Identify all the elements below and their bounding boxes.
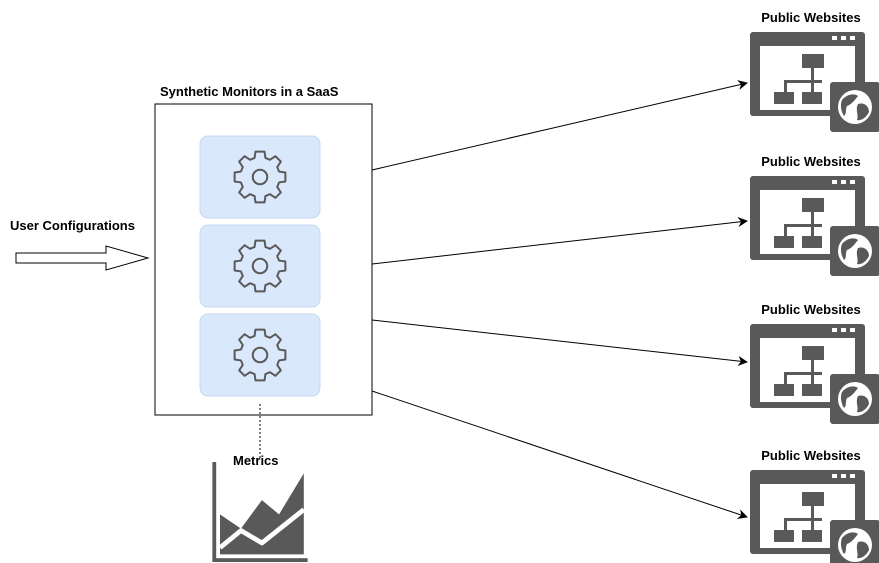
- website-globe-icon: [750, 324, 879, 424]
- website-globe-icon: [750, 470, 879, 563]
- metrics-label: Metrics: [233, 453, 279, 468]
- monitor-2: [199, 224, 321, 308]
- website-title: Public Websites: [761, 154, 860, 169]
- public-website-4: Public Websites: [750, 448, 879, 563]
- website-globe-icon: [750, 176, 879, 276]
- input-arrow: [15, 245, 150, 271]
- arrow-to-website-1: [371, 80, 748, 171]
- public-website-2: Public Websites: [750, 154, 879, 276]
- public-website-3: Public Websites: [750, 302, 879, 424]
- monitor-3: [199, 313, 321, 397]
- arrow-to-website-4: [371, 390, 748, 519]
- metrics-chart-icon: [212, 462, 307, 562]
- saas-title: Synthetic Monitors in a SaaS: [160, 84, 339, 99]
- public-website-1: Public Websites: [750, 10, 879, 132]
- website-title: Public Websites: [761, 10, 860, 25]
- website-title: Public Websites: [761, 448, 860, 463]
- website-title: Public Websites: [761, 302, 860, 317]
- arrow-to-website-3: [371, 319, 748, 366]
- monitor-1: [199, 135, 321, 219]
- user-configurations-label: User Configurations: [10, 218, 135, 233]
- arrow-to-website-2: [371, 217, 748, 265]
- website-globe-icon: [750, 32, 879, 132]
